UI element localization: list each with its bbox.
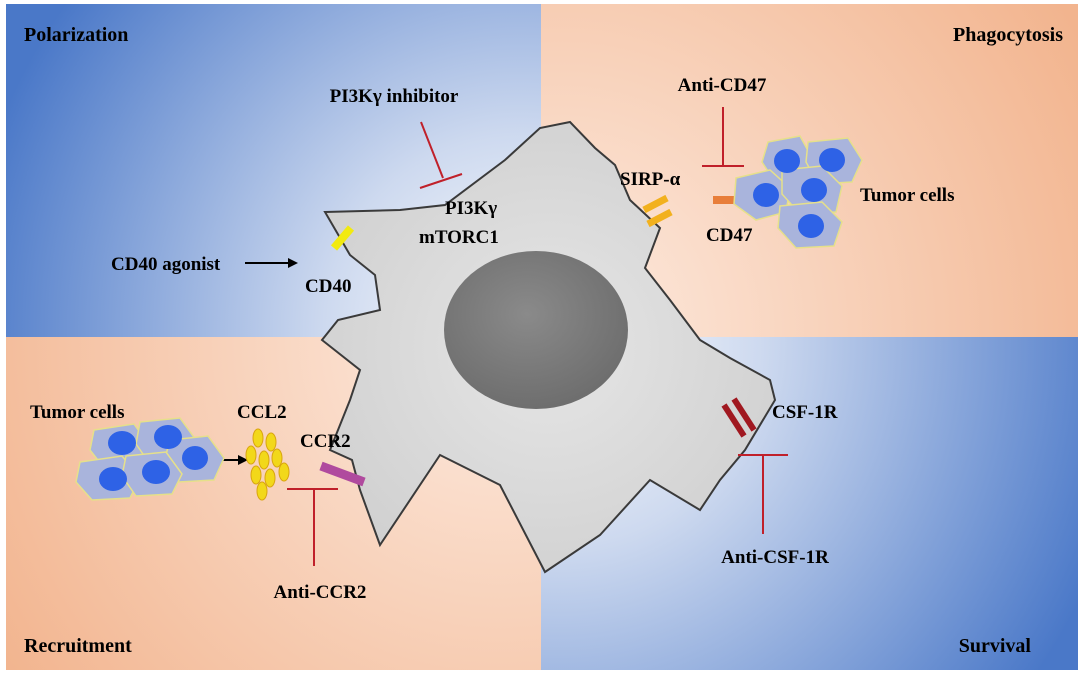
anti-csf1r-label: Anti-CSF-1R (721, 547, 829, 568)
cd47-label: CD47 (706, 225, 753, 246)
phagocytosis-label: Phagocytosis (953, 24, 1063, 46)
pi3k-inhibitor-symbol (419, 121, 463, 189)
sirp-alpha-receptor (646, 208, 673, 228)
sirp-alpha-label: SIRP-α (620, 169, 681, 190)
ccr2-label: CCR2 (300, 431, 351, 452)
tumor-cells-right-label: Tumor cells (860, 185, 954, 206)
tumor-cell-cluster-right (733, 135, 863, 249)
anti-ccr2-label: Anti-CCR2 (274, 582, 367, 603)
survival-label: Survival (959, 635, 1032, 657)
macrophage-nucleus (444, 251, 628, 409)
ccl2-label: CCL2 (237, 402, 287, 423)
csf1r-receptor (721, 403, 747, 438)
cd40-receptor (330, 225, 355, 251)
sirp-alpha-receptor (642, 194, 669, 214)
cd40-label: CD40 (305, 276, 351, 297)
csf1r-label: CSF-1R (772, 402, 838, 423)
pi3k-inhibitor-label: PI3Kγ inhibitor (330, 86, 459, 107)
pi3k-label: PI3Kγ (445, 198, 497, 219)
polarization-label: Polarization (24, 24, 128, 46)
cd40-agonist-label: CD40 agonist (111, 254, 221, 275)
anti-csf1r-inhibitor-symbol (738, 454, 788, 534)
ccl2-chemokines (245, 428, 290, 501)
tumor-cell-cluster-left (75, 417, 225, 501)
tumor-cells-left-label: Tumor cells (30, 402, 124, 423)
anti-cd47-inhibitor-symbol (702, 107, 744, 167)
csf1r-receptor (731, 397, 757, 432)
anti-cd47-label: Anti-CD47 (678, 75, 767, 96)
ccr2-receptor (319, 461, 366, 487)
recruitment-label: Recruitment (24, 635, 132, 657)
anti-ccr2-inhibitor-symbol (287, 488, 338, 566)
mtorc1-label: mTORC1 (419, 227, 499, 248)
